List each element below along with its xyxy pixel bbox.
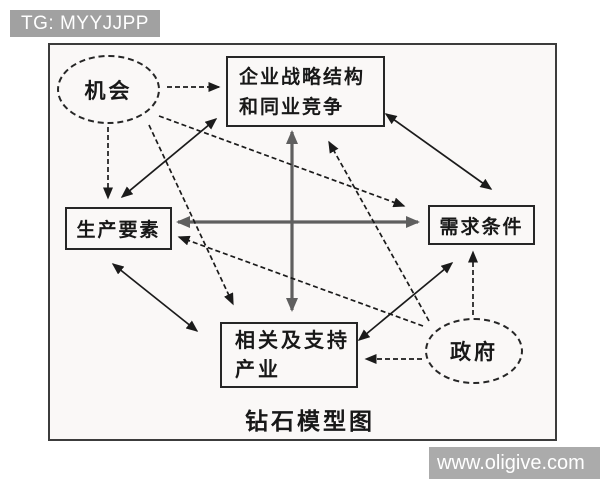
- node-strategy-label-line2: 和同业竞争: [239, 95, 345, 118]
- node-strategy-label-line1: 企业战略结构: [239, 65, 366, 88]
- node-chance: 机会: [57, 55, 160, 124]
- node-government: 政府: [425, 318, 523, 384]
- node-chance-label: 机会: [84, 78, 133, 103]
- node-demand-conditions: 需求条件: [428, 205, 535, 245]
- bottom-watermark-bar: www.oligive.com: [429, 447, 600, 479]
- top-watermark-text: TG: MYYJJPP: [21, 13, 149, 34]
- node-related-label-line1: 相关及支持: [235, 328, 350, 352]
- top-watermark-banner: TG: MYYJJPP: [10, 10, 160, 37]
- node-demand-label: 需求条件: [439, 215, 524, 238]
- node-related-supporting-industries: 相关及支持 产业: [220, 322, 358, 388]
- node-factors-label: 生产要素: [76, 219, 161, 241]
- node-factor-conditions: 生产要素: [65, 207, 172, 250]
- node-strategy-structure-rivalry: 企业战略结构 和同业竞争: [226, 56, 385, 127]
- node-government-label: 政府: [450, 340, 498, 364]
- diagram-caption: 钻石模型图: [245, 409, 375, 435]
- bottom-watermark-text: www.oligive.com: [437, 452, 585, 474]
- node-related-label-line2: 产业: [235, 357, 281, 381]
